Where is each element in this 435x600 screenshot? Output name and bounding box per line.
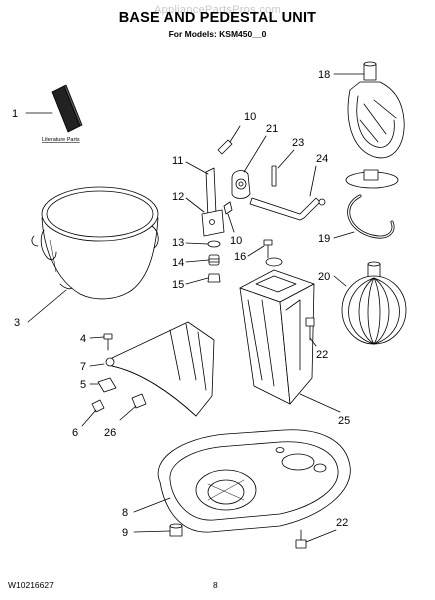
document-number: W10216627	[8, 580, 54, 590]
callout-labels: 1 3 4 5 6 7 8 9 10 10 11 12 13 14 15 16 …	[12, 69, 350, 539]
callout-4: 4	[80, 333, 86, 345]
literature-booklet: Literature Parts	[25, 84, 83, 143]
callout-6: 6	[72, 427, 78, 439]
screw-4	[89, 333, 113, 351]
clip-5	[89, 377, 117, 393]
callout-24: 24	[316, 153, 328, 165]
callout-11: 11	[172, 155, 183, 167]
hardware-stack	[185, 240, 221, 285]
flat-beater-18	[333, 61, 405, 159]
lift-rod-24	[249, 165, 326, 221]
bracket-12	[185, 197, 225, 237]
page-number: 8	[213, 580, 218, 590]
callout-19: 19	[318, 233, 330, 245]
callout-16: 16	[234, 251, 246, 263]
callout-3: 3	[14, 317, 20, 329]
pin-10-lower	[223, 201, 235, 233]
callout-23: 23	[292, 137, 304, 149]
literature-parts-label: Literature Parts	[42, 137, 80, 143]
wire-whip-20	[333, 261, 407, 345]
hinge-21	[231, 135, 267, 199]
callout-1: 1	[12, 108, 18, 120]
pin-10-top	[217, 125, 241, 155]
screw-6	[81, 399, 105, 427]
foot-9	[133, 523, 183, 537]
hinge-pin-23	[271, 149, 295, 187]
stand-bracket-7	[89, 321, 215, 417]
dough-hook-19	[333, 169, 399, 239]
screw-22-upper	[305, 317, 317, 347]
callout-20: 20	[318, 271, 330, 283]
watermark: AppliancePartsPros.com	[153, 4, 282, 16]
callout-10-top: 10	[244, 111, 256, 123]
callout-13: 13	[172, 237, 184, 249]
callout-25: 25	[338, 415, 350, 427]
callout-10-lower: 10	[230, 235, 242, 247]
callout-15: 15	[172, 279, 184, 291]
model-subtitle: For Models: KSM450__0	[168, 29, 267, 39]
callout-5: 5	[80, 379, 86, 391]
base-housing-8	[133, 429, 351, 533]
callout-12: 12	[172, 191, 184, 203]
pedestal-column-25	[239, 257, 341, 413]
callout-22-upper: 22	[316, 349, 328, 361]
callout-22-lower: 22	[336, 517, 348, 529]
screw-22-lower	[295, 529, 337, 549]
screw-16	[247, 239, 273, 259]
callout-7: 7	[80, 361, 86, 373]
diagram-title: BASE AND PEDESTAL UNIT	[118, 10, 317, 26]
callout-9: 9	[122, 527, 128, 539]
callout-14: 14	[172, 257, 184, 269]
callout-21: 21	[266, 123, 278, 135]
callout-18: 18	[318, 69, 330, 81]
screw-26	[119, 393, 147, 421]
callout-8: 8	[122, 507, 128, 519]
callout-26: 26	[104, 427, 116, 439]
mixing-bowl	[27, 186, 159, 323]
